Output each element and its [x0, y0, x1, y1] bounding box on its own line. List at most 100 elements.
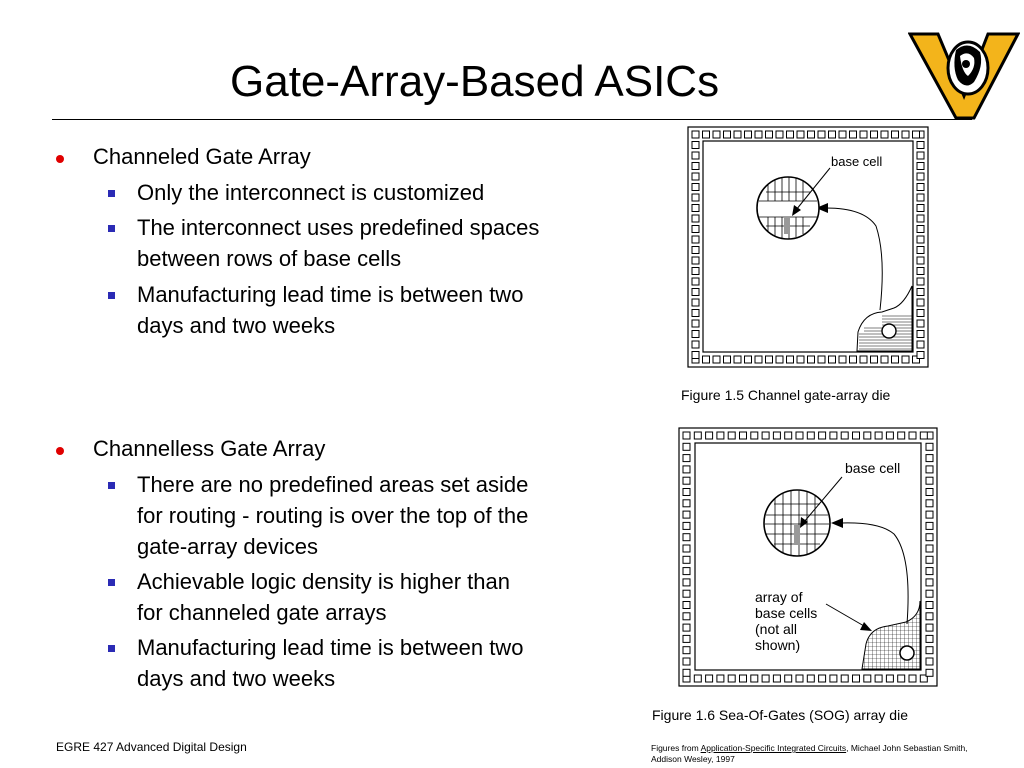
io-pad — [885, 431, 894, 440]
io-pad — [925, 454, 934, 463]
io-pad — [901, 130, 910, 139]
credit-prefix: Figures from — [651, 743, 701, 753]
io-pad-ring — [691, 130, 925, 364]
io-pad — [901, 355, 910, 364]
bullet-dot-icon — [56, 155, 64, 163]
io-pad — [925, 601, 934, 609]
io-pad — [849, 130, 857, 139]
io-pad — [744, 355, 752, 364]
io-pad — [765, 355, 773, 364]
sub-bullet-line: Achievable logic density is higher than — [137, 569, 511, 594]
section-heading: Channeled Gate Array — [93, 144, 311, 169]
credit-suffix: , Michael John Sebastian Smith, Addison … — [651, 743, 968, 764]
io-pad — [925, 578, 934, 587]
sub-bullet-line: days and two weeks — [137, 313, 336, 338]
io-pad — [891, 130, 899, 139]
io-pad — [712, 130, 721, 139]
io-pad — [716, 674, 725, 683]
io-pad — [775, 355, 784, 364]
slide-title: Gate-Array-Based ASICs — [230, 57, 720, 106]
io-pad — [925, 521, 934, 530]
io-pad — [682, 533, 691, 542]
io-pad — [919, 674, 928, 683]
sub-bullet-square-icon — [108, 645, 115, 652]
io-pad — [912, 130, 920, 139]
sub-bullet-line: Manufacturing lead time is between two — [137, 282, 524, 307]
sub-bullet-item: Only the interconnect is customized — [137, 177, 484, 208]
io-pad — [916, 309, 925, 317]
io-pad — [925, 589, 934, 598]
io-pad — [916, 330, 925, 338]
io-pad — [925, 442, 934, 451]
array-of-base-cells-label: array of base cells (not all shown) — [755, 589, 821, 653]
io-pad — [916, 141, 925, 149]
io-pad — [874, 431, 883, 440]
io-pad — [712, 355, 721, 364]
io-pad — [885, 674, 894, 683]
io-pad — [817, 355, 826, 364]
io-pad — [691, 246, 700, 254]
io-pad — [916, 225, 925, 233]
io-pad — [784, 431, 793, 440]
io-pad — [916, 162, 925, 170]
io-pad — [818, 674, 827, 683]
io-pad — [691, 172, 700, 181]
io-pad — [916, 319, 925, 328]
io-pad — [691, 141, 700, 149]
magnified-base-cell — [756, 176, 820, 240]
io-pad — [682, 634, 691, 643]
io-pad — [916, 204, 925, 212]
io-pad — [691, 351, 700, 359]
io-pad — [754, 130, 763, 139]
io-pad — [916, 351, 925, 359]
io-pad — [702, 355, 710, 364]
io-pad — [863, 674, 872, 683]
io-pad — [828, 130, 836, 139]
io-pad — [691, 225, 700, 233]
bullet-dot-icon — [56, 447, 64, 455]
io-pad — [682, 589, 691, 598]
io-pad — [784, 674, 793, 683]
io-pad — [806, 431, 815, 440]
io-pad — [716, 431, 725, 440]
io-pad — [682, 623, 691, 632]
io-pad — [691, 319, 700, 328]
pointer-arrow-icon — [831, 518, 843, 528]
io-pad — [682, 521, 691, 530]
io-pad — [863, 431, 872, 440]
io-pad — [691, 288, 700, 296]
io-pad — [691, 340, 700, 349]
io-pad — [682, 465, 691, 474]
io-pad — [765, 130, 773, 139]
io-pad — [897, 431, 906, 440]
io-pad — [691, 235, 700, 244]
course-footer: EGRE 427 Advanced Digital Design — [56, 740, 247, 754]
io-pad — [870, 130, 878, 139]
io-pad — [916, 172, 925, 181]
io-pad — [693, 431, 702, 440]
io-pad — [691, 330, 700, 338]
io-pad — [807, 355, 815, 364]
io-pad — [840, 674, 849, 683]
io-pad — [772, 431, 781, 440]
channel-gate-array-figure: base cell — [687, 126, 929, 368]
io-pad — [908, 674, 917, 683]
io-pad — [727, 431, 736, 440]
io-pad — [705, 674, 714, 683]
io-pad — [733, 130, 742, 139]
io-pad — [891, 355, 899, 364]
figure-credit: Figures from Application-Specific Integr… — [651, 743, 971, 765]
io-pad — [925, 499, 934, 508]
sub-bullet-line: for channeled gate arrays — [137, 600, 387, 625]
io-pad — [739, 674, 747, 683]
io-pad — [744, 130, 752, 139]
sub-bullet-line: for routing - routing is over the top of… — [137, 503, 529, 528]
io-pad — [795, 674, 804, 683]
book-link[interactable]: Application-Specific Integrated Circuits — [700, 743, 847, 753]
io-pad — [897, 674, 906, 683]
io-pad — [925, 510, 934, 519]
io-pad — [691, 256, 700, 265]
io-pad — [870, 355, 878, 364]
